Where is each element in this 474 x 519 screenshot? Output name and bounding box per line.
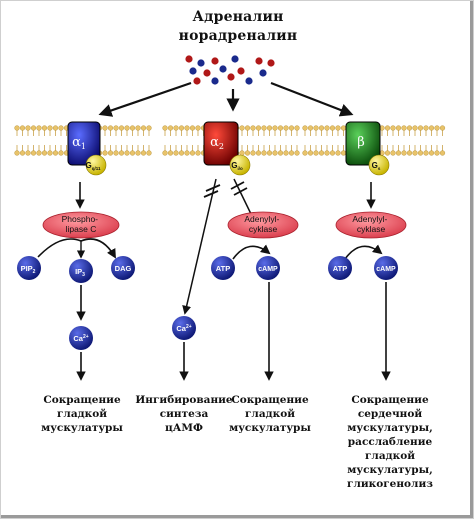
arrow-alpha2-to-ca xyxy=(182,178,217,315)
reaction-arc-acb xyxy=(344,244,383,260)
ligand-dot xyxy=(185,55,193,63)
arrow-to-beta xyxy=(270,81,354,117)
enzyme-plc-line1: Phospho- xyxy=(62,214,99,224)
svg-text:Adenylyl- cyklase: Adenylyl- cyklase xyxy=(244,214,281,234)
receptor-alpha1-sub: 1 xyxy=(81,142,86,151)
svg-text:PIP2: PIP2 xyxy=(21,264,36,275)
title-line-2: норадреналин xyxy=(178,28,298,44)
svg-text:Gq/11: Gq/11 xyxy=(86,161,101,171)
ligand-dot xyxy=(245,77,253,85)
inhibit-bar-4 xyxy=(233,187,248,196)
svg-text:DAG: DAG xyxy=(115,264,132,273)
svg-text:Gi/o: Gi/o xyxy=(231,161,243,171)
receptor-alpha2-name: α xyxy=(210,135,219,150)
messenger-atp-beta: ATP xyxy=(328,256,352,280)
ligand-dot xyxy=(211,77,219,85)
enzyme-ac2-line1: Adenylyl- xyxy=(244,214,279,224)
g-protein-alpha2: G xyxy=(231,161,237,170)
enzyme-acb-line1: Adenylyl- xyxy=(352,214,387,224)
g-protein-alpha1: G xyxy=(86,161,92,170)
ligand-dot xyxy=(267,59,275,67)
receptor-alpha2-sub: 2 xyxy=(219,142,224,151)
ligand-dot xyxy=(193,77,201,85)
outcome-alpha2-right: Сокращение гладкой мускулатуры xyxy=(229,394,311,434)
messenger-ip3: IP3 xyxy=(69,259,93,283)
messenger-dag: DAG xyxy=(111,256,135,280)
reaction-arc-ac2 xyxy=(232,244,271,260)
reaction-arc-plc xyxy=(37,238,116,259)
enzyme-adenylyl-cyclase-beta: Adenylyl- cyklase xyxy=(335,211,407,239)
outcome-alpha2-left: Ингибирование синтеза цАМФ xyxy=(135,394,233,434)
enzyme-adenylyl-cyclase-alpha2: Adenylyl- cyklase xyxy=(227,211,299,239)
svg-text:cAMP: cAMP xyxy=(376,266,396,273)
enzyme-phospholipase-c: Phospho- lipase C xyxy=(42,211,120,239)
svg-text:Ca2+: Ca2+ xyxy=(176,324,191,333)
ligand-dot xyxy=(259,69,267,77)
svg-text:IP3: IP3 xyxy=(75,267,85,278)
membrane-segment xyxy=(162,125,300,156)
svg-text:cAMP: cAMP xyxy=(258,266,278,273)
enzyme-ac2-line2: cyklase xyxy=(249,224,278,234)
svg-text:α2: α2 xyxy=(210,135,224,151)
ligand-dot xyxy=(237,67,245,75)
outcome-alpha1: Сокращение гладкой мускулатуры xyxy=(41,394,123,434)
g-protein-alpha2-sub: i/o xyxy=(237,166,243,171)
receptor-alpha2: α2 Gi/o xyxy=(203,121,251,176)
ligand-dot xyxy=(189,67,197,75)
inhibit-bar-3 xyxy=(230,181,245,190)
ligand-dot xyxy=(197,59,205,67)
inhibit-bar-1 xyxy=(205,184,221,192)
messenger-camp-alpha2: cAMP xyxy=(256,256,280,280)
line-alpha2-to-ac xyxy=(233,178,252,215)
ligand-molecules xyxy=(185,55,275,85)
ligand-dot xyxy=(255,57,263,65)
receptor-beta: β Gs xyxy=(345,121,390,176)
messenger-pip2: PIP2 xyxy=(17,256,41,280)
ligand-dot xyxy=(219,65,227,73)
receptor-beta-name: β xyxy=(357,135,365,150)
receptor-alpha1-name: α xyxy=(72,135,81,150)
messenger-camp-beta: cAMP xyxy=(374,256,398,280)
ligand-dot xyxy=(231,55,239,63)
svg-text:α1: α1 xyxy=(72,135,86,151)
g-protein-beta: G xyxy=(372,161,378,170)
messenger-ca-alpha1: Ca2+ xyxy=(69,326,93,350)
messenger-ca-alpha2: Ca2+ xyxy=(172,316,196,340)
inhibit-bar-2 xyxy=(203,190,219,198)
svg-text:Adenylyl- cyklase: Adenylyl- cyklase xyxy=(352,214,389,234)
receptor-alpha1: α1 Gq/11 xyxy=(67,121,107,176)
enzyme-acb-line2: cyklase xyxy=(357,224,386,234)
arrow-to-alpha1 xyxy=(98,81,192,117)
svg-text:Gs: Gs xyxy=(372,161,381,171)
g-protein-beta-sub: s xyxy=(378,166,381,171)
ligand-dot xyxy=(203,69,211,77)
g-protein-alpha1-sub: q/11 xyxy=(92,166,101,171)
svg-text:Ca2+: Ca2+ xyxy=(73,334,88,343)
svg-text:ATP: ATP xyxy=(333,264,347,273)
svg-text:ATP: ATP xyxy=(216,264,230,273)
title-line-1: Адреналин xyxy=(192,9,284,25)
ligand-dot xyxy=(211,57,219,65)
outcome-beta: Сокращение сердечной мускулатуры, рассла… xyxy=(347,394,433,490)
messenger-atp-alpha2: ATP xyxy=(211,256,235,280)
enzyme-plc-line2: lipase C xyxy=(66,224,97,234)
svg-text:Phospho- lipase C: Phospho- lipase C xyxy=(62,214,101,234)
ligand-dot xyxy=(227,73,235,81)
